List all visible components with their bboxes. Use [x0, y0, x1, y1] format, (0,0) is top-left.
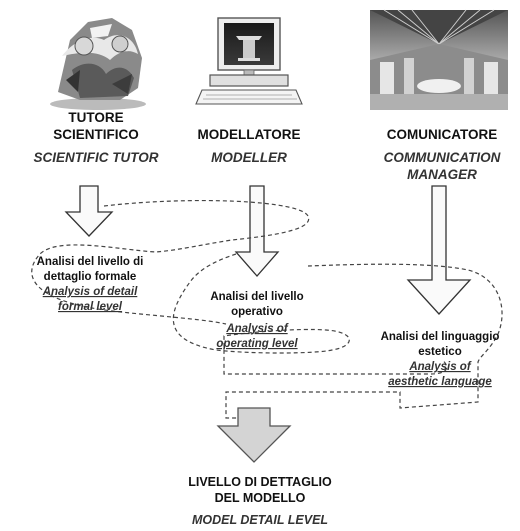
communicator-subtitle-line: MANAGER: [407, 167, 477, 182]
aesthetic-language-loop: [225, 263, 503, 419]
tutor-down-arrow: [64, 185, 114, 237]
operating-subtitle-line: operating level: [216, 338, 298, 350]
tutor-title: TUTORE SCIENTIFICO: [53, 110, 139, 142]
operating-title-line: Analisi del livello: [210, 291, 303, 303]
exhibition-hall-image: [370, 9, 508, 110]
modeller-down-arrow: [234, 185, 280, 277]
formal-subtitle-line: formal level: [58, 301, 123, 313]
output-title-line: LIVELLO DI DETTAGLIO: [188, 475, 332, 489]
communicator-title-line: COMUNICATORE: [387, 127, 498, 142]
output-subtitle: MODEL DETAIL LEVEL: [192, 513, 328, 527]
formal-analysis-loop: [31, 199, 310, 325]
aesthetic-subtitle-line: Analysis of: [408, 361, 472, 373]
statue-sculpture-image: [50, 18, 146, 110]
formal-title-line: Analisi del livello di: [37, 256, 144, 268]
output-title-line: DEL MODELLO: [215, 491, 306, 505]
output-model-detail-level: LIVELLO DI DETTAGLIO DEL MODELLO MODEL DE…: [188, 475, 332, 527]
modeller-title-line: MODELLATORE: [198, 127, 301, 142]
modeller-subtitle: MODELLER: [211, 150, 287, 165]
activity-aesthetic-analysis: Analisi del linguaggio estetico Analysis …: [381, 331, 500, 388]
aesthetic-title-line: Analisi del linguaggio: [381, 331, 500, 343]
computer-with-capital-image: [195, 17, 303, 105]
communicator-down-arrow: [406, 185, 472, 315]
aesthetic-analysis-title: Analisi del linguaggio estetico: [381, 331, 500, 358]
role-label-communicator: COMUNICATORE COMMUNICATION MANAGER: [384, 127, 501, 182]
role-label-tutor: TUTORE SCIENTIFICO SCIENTIFIC TUTOR: [33, 110, 158, 165]
operating-title-line: operativo: [231, 306, 283, 318]
activity-operating-analysis: Analisi del livello operativo Analysis of…: [210, 291, 303, 350]
communicator-subtitle-line: COMMUNICATION: [384, 150, 501, 165]
output-down-arrow: [216, 407, 292, 463]
tutor-subtitle: SCIENTIFIC TUTOR: [33, 150, 158, 165]
tutor-title-line: TUTORE: [68, 110, 123, 125]
modeller-title: MODELLATORE: [198, 127, 301, 142]
role-label-modeller: MODELLATORE MODELLER: [198, 127, 301, 165]
operating-analysis-subtitle: Analysis of operating level: [216, 323, 298, 350]
aesthetic-analysis-subtitle: Analysis of aesthetic language: [388, 361, 492, 388]
aesthetic-subtitle-line: aesthetic language: [388, 376, 492, 388]
formal-analysis-subtitle: Analysis of detail formal level: [42, 286, 138, 313]
formal-subtitle-line: Analysis of detail: [42, 286, 138, 298]
dashed-connector-loops: [31, 199, 503, 419]
output-title: LIVELLO DI DETTAGLIO DEL MODELLO: [188, 475, 332, 505]
formal-analysis-title: Analisi del livello di dettaglio formale: [37, 256, 144, 283]
operating-level-loop: [172, 253, 448, 375]
communicator-title: COMUNICATORE: [387, 127, 498, 142]
aesthetic-title-line: estetico: [418, 346, 461, 358]
formal-title-line: dettaglio formale: [44, 271, 137, 283]
communicator-subtitle: COMMUNICATION MANAGER: [384, 150, 501, 182]
tutor-title-line: SCIENTIFICO: [53, 127, 139, 142]
tutor-subtitle-line: SCIENTIFIC TUTOR: [33, 150, 158, 165]
operating-subtitle-line: Analysis of: [225, 323, 289, 335]
modeller-subtitle-line: MODELLER: [211, 150, 287, 165]
operating-analysis-title: Analisi del livello operativo: [210, 291, 303, 318]
output-subtitle-line: MODEL DETAIL LEVEL: [192, 513, 328, 527]
